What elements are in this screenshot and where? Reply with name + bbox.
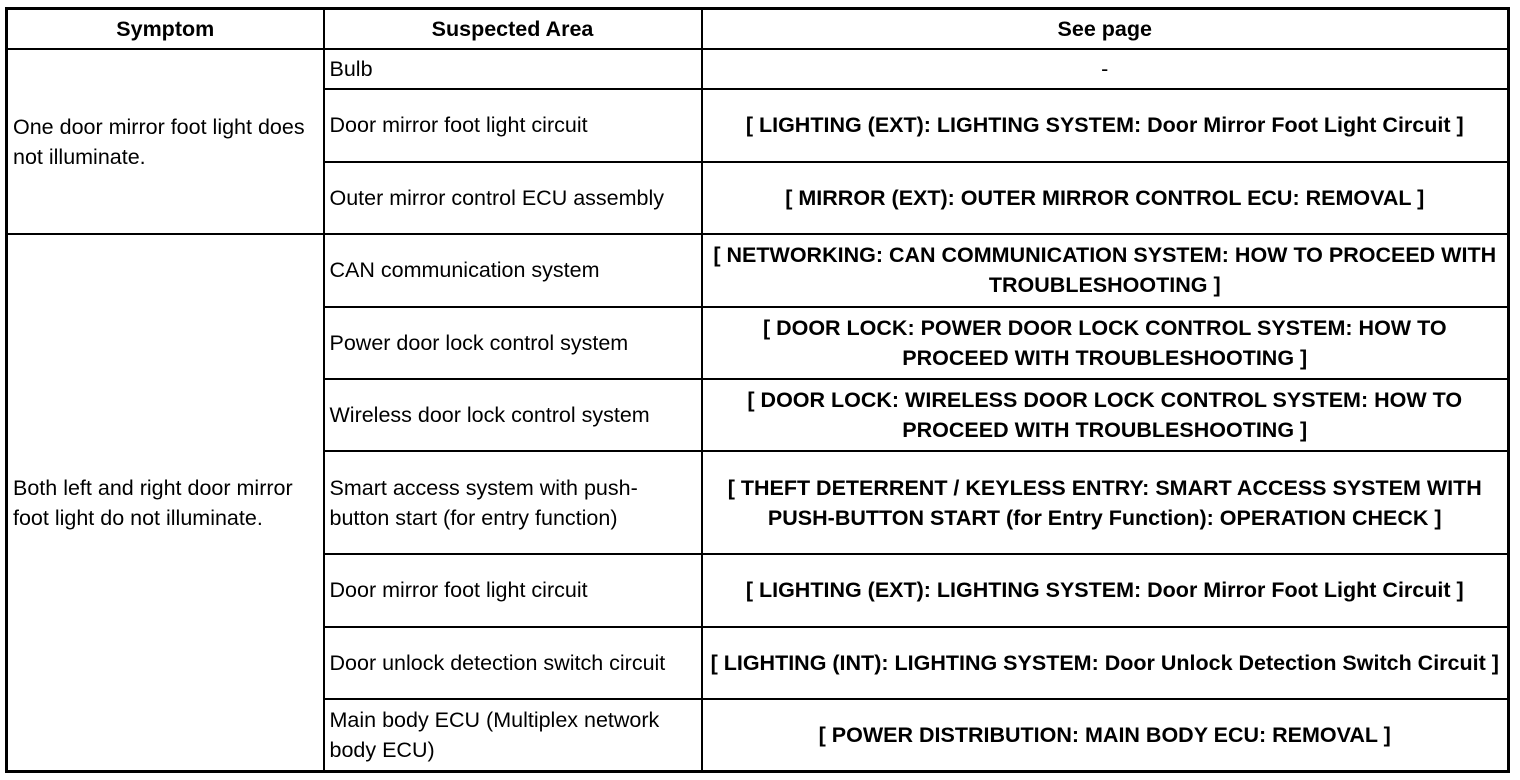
suspected-area-cell: Door unlock detection switch circuit (322, 625, 703, 700)
table-row: Both left and right door mirror foot lig… (5, 233, 1510, 773)
troubleshooting-table: Symptom Suspected Area See page One door… (5, 7, 1510, 773)
see-page-cell: [ LIGHTING (EXT): LIGHTING SYSTEM: Door … (700, 88, 1510, 163)
header-suspected-area: Suspected Area (322, 7, 703, 50)
table-row: Smart access system with push-button sta… (7, 450, 1510, 556)
suspected-area-cell: Smart access system with push-button sta… (322, 450, 703, 556)
see-page-cell: [ DOOR LOCK: POWER DOOR LOCK CONTROL SYS… (700, 305, 1510, 381)
suspected-area-cell: Wireless door lock control system (322, 377, 703, 453)
symptom-cell: One door mirror foot light does not illu… (5, 47, 325, 236)
symptom-cell: Both left and right door mirror foot lig… (5, 233, 325, 773)
table-row: Outer mirror control ECU assembly [ MIRR… (7, 160, 1510, 236)
header-see-page: See page (700, 7, 1510, 50)
see-page-cell: [ NETWORKING: CAN COMMUNICATION SYSTEM: … (700, 233, 1510, 308)
table-row: Power door lock control system [ DOOR LO… (7, 305, 1510, 381)
see-page-cell: [ DOOR LOCK: WIRELESS DOOR LOCK CONTROL … (700, 377, 1510, 453)
table-row: Door mirror foot light circuit [ LIGHTIN… (7, 553, 1510, 628)
suspected-area-cell: Power door lock control system (322, 305, 703, 381)
suspected-area-cell: Outer mirror control ECU assembly (322, 160, 703, 236)
see-page-cell: [ LIGHTING (EXT): LIGHTING SYSTEM: Door … (700, 553, 1510, 628)
table-row: Door mirror foot light circuit [ LIGHTIN… (7, 88, 1510, 163)
suspected-area-cell: Main body ECU (Multiplex network body EC… (322, 697, 703, 773)
header-symptom: Symptom (5, 7, 325, 50)
suspected-area-cell: Door mirror foot light circuit (322, 553, 703, 628)
table-row: One door mirror foot light does not illu… (5, 47, 1510, 236)
see-page-cell: [ THEFT DETERRENT / KEYLESS ENTRY: SMART… (700, 450, 1510, 556)
suspected-area-cell: Bulb (322, 47, 703, 91)
suspected-area-cell: Door mirror foot light circuit (322, 88, 703, 163)
see-page-cell: - (700, 47, 1510, 91)
header-row: Symptom Suspected Area See page (5, 7, 1510, 50)
see-page-cell: [ POWER DISTRIBUTION: MAIN BODY ECU: REM… (700, 697, 1510, 773)
see-page-cell: [ LIGHTING (INT): LIGHTING SYSTEM: Door … (700, 625, 1510, 700)
table-row: Door unlock detection switch circuit [ L… (7, 625, 1510, 700)
see-page-cell: [ MIRROR (EXT): OUTER MIRROR CONTROL ECU… (700, 160, 1510, 236)
table-row: Wireless door lock control system [ DOOR… (7, 377, 1510, 453)
table-row: Main body ECU (Multiplex network body EC… (7, 697, 1510, 773)
suspected-area-cell: CAN communication system (322, 233, 703, 308)
